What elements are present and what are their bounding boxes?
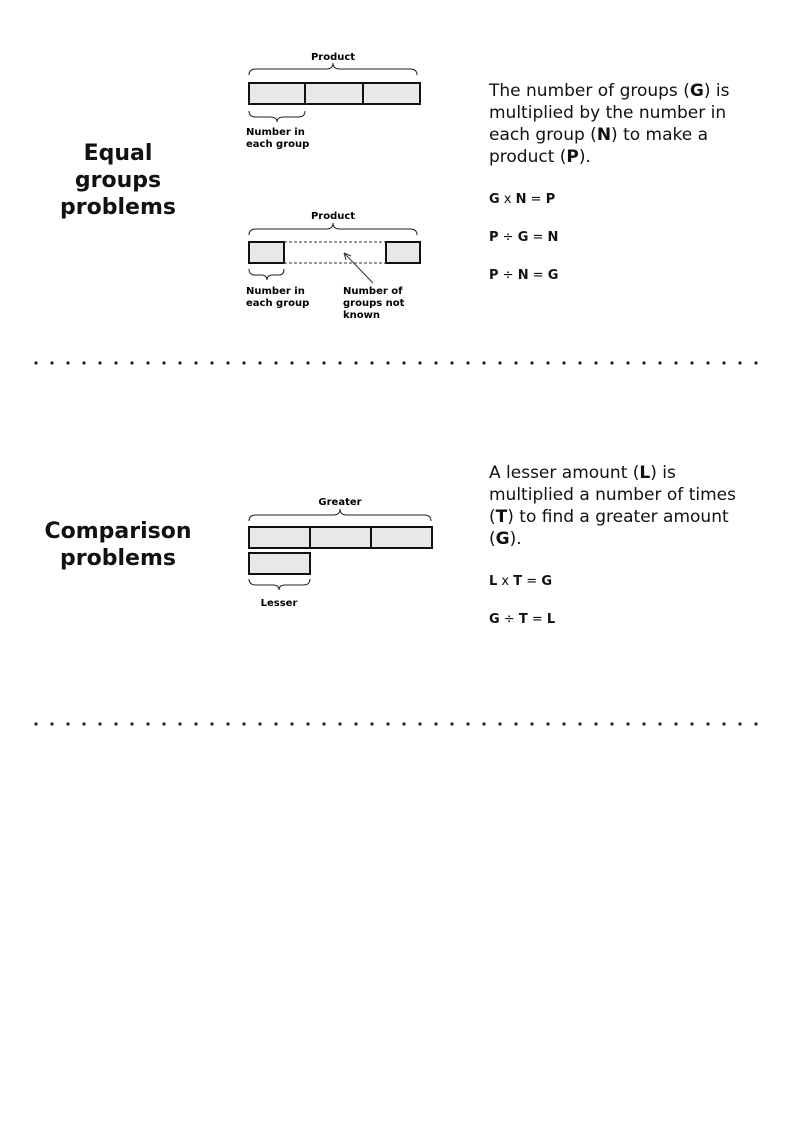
- equal-groups-bar-diagram: Product Number in each group: [246, 52, 421, 150]
- equation: P ÷ G = N: [489, 230, 559, 245]
- bar-segment: [362, 82, 421, 105]
- equation: G ÷ T = L: [489, 612, 556, 627]
- greater-bar-segment: [370, 526, 433, 549]
- bottom-brace: [248, 578, 311, 591]
- bar-segment-last: [385, 241, 421, 264]
- number-of-groups-label: Number of groups not known: [343, 286, 408, 321]
- bar-segment: [248, 82, 306, 105]
- title-line: groups: [74, 168, 162, 193]
- equation: L x T = G: [489, 574, 552, 589]
- top-brace: [248, 62, 418, 76]
- lesser-bar: [248, 552, 311, 575]
- title-line: Comparison: [44, 519, 192, 544]
- number-in-group-label: Number in each group: [246, 286, 309, 309]
- bar-segment: [304, 82, 364, 105]
- pointer-arrow-head: [343, 252, 352, 261]
- bottom-brace: [248, 268, 285, 281]
- title-line: Equal: [83, 141, 153, 166]
- greater-label: Greater: [318, 497, 361, 508]
- pointer-arrow-line: [343, 252, 374, 284]
- equal-groups-title: Equal groups problems: [48, 140, 188, 221]
- comparison-description: A lesser amount (L) is multiplied a numb…: [489, 463, 736, 549]
- product-label: Product: [311, 211, 355, 222]
- equal-groups-description: The number of groups (G) is multiplied b…: [489, 81, 730, 167]
- section-divider: [28, 361, 758, 365]
- title-line: problems: [60, 546, 176, 571]
- equal-groups-unknown-diagram: Product Number in each group Number of g…: [246, 211, 421, 321]
- greater-bar-segment: [309, 526, 372, 549]
- comparison-bar-diagram: Greater Lesser: [248, 497, 433, 609]
- title-line: problems: [60, 195, 176, 220]
- equation: G x N = P: [489, 192, 556, 207]
- comparison-title: Comparison problems: [38, 518, 198, 572]
- equation: P ÷ N = G: [489, 268, 559, 283]
- bar-segment-first: [248, 241, 285, 264]
- top-brace: [248, 222, 418, 236]
- number-in-group-label: Number in each group: [246, 127, 309, 150]
- section-divider: [28, 722, 758, 726]
- product-label: Product: [311, 52, 355, 63]
- top-brace: [248, 508, 432, 522]
- greater-bar-segment: [248, 526, 311, 549]
- bottom-brace: [248, 110, 306, 123]
- lesser-label: Lesser: [261, 598, 298, 609]
